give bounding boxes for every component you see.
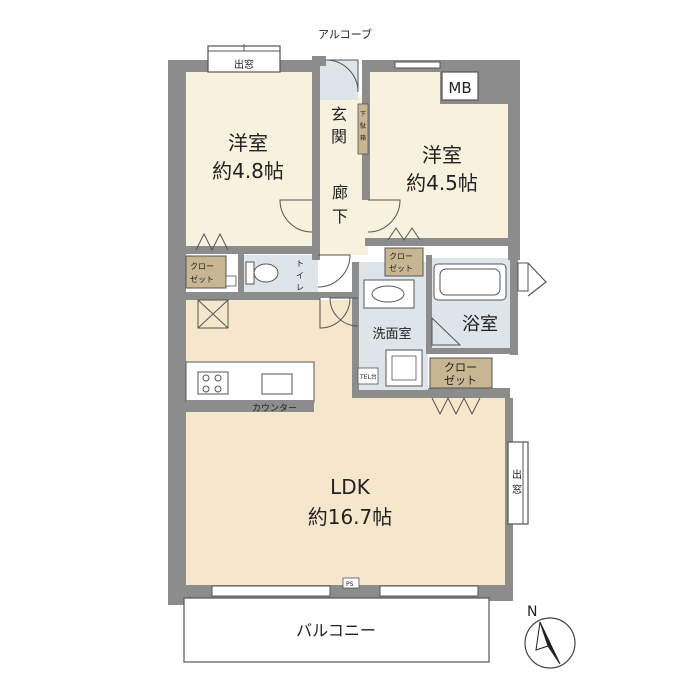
wall-hall-bottom (318, 292, 358, 298)
hallway-label-2: 下 (332, 207, 348, 226)
doors (279, 199, 462, 346)
wall-outer-right (508, 60, 520, 260)
washing-machine (385, 349, 423, 387)
closet-left (185, 255, 227, 289)
door-room1 (279, 199, 313, 233)
shoe-label-3: 箱 (360, 134, 366, 142)
closet-mid-label-1: クロー (389, 252, 413, 261)
room2-size: 約4.5帖 (406, 171, 478, 195)
closet-right-label-1: クロー (444, 361, 477, 374)
mb-box (441, 71, 479, 101)
ldk-floor (185, 395, 507, 585)
genkan-label-2: 関 (331, 127, 347, 146)
genkan-label-1: 玄 (331, 105, 347, 124)
window-top-label: 出窓 (234, 58, 254, 71)
mb-label: MB (448, 79, 471, 97)
wall-room1-right (312, 60, 320, 260)
window-bottom-ldk-right (379, 585, 479, 597)
bath-label: 浴室 (462, 314, 498, 335)
wall-toilet-left (238, 252, 244, 297)
window-top-room2 (394, 61, 441, 69)
sink-icon (363, 279, 415, 309)
toilet-sink (225, 275, 237, 287)
north-arrow-icon: N (524, 604, 576, 669)
entry-door (325, 59, 359, 93)
ps-label: PS (346, 581, 354, 588)
closet-left-label-2: ゼット (190, 274, 214, 284)
door-room2 (367, 199, 401, 233)
toilet-label-3: レ (296, 283, 304, 292)
balcony (183, 597, 490, 663)
washing-machine-inner (391, 355, 417, 381)
window-right-ldk (507, 441, 529, 525)
north-label: N (527, 604, 537, 620)
door-bath (431, 316, 462, 346)
pantry-cross (197, 299, 229, 329)
windows (207, 44, 547, 597)
washroom-label: 洗面室 (372, 326, 411, 342)
wall-washroom-bottom (352, 390, 432, 398)
room1-name: 洋室 (228, 131, 268, 155)
tel-label: TEL台 (359, 373, 377, 381)
entry-floor (318, 60, 358, 100)
pantry-box (197, 299, 229, 329)
window-right-label-2: 窓 (512, 483, 522, 496)
window-bath (517, 262, 529, 292)
door-toilet (317, 254, 351, 288)
closet-mid (384, 247, 424, 277)
hallway-label-1: 廊 (332, 183, 348, 202)
tel-stand (357, 367, 379, 385)
window-bottom-ldk-left (211, 585, 331, 597)
stove-icon (197, 371, 229, 395)
window-right-label-1: 出 (512, 468, 522, 481)
wall-bath-right (510, 255, 518, 355)
closet-left-label-1: クロー (190, 262, 214, 271)
closet-right (429, 357, 493, 389)
wall-washroom-left (352, 262, 359, 397)
toilet-icon (245, 261, 279, 285)
room1-floor (185, 70, 320, 250)
wall-bath-bottom (426, 348, 516, 354)
ldk-name: LDK (330, 475, 371, 499)
shoe-label-1: 下 (360, 111, 366, 118)
closet-doors (195, 227, 481, 416)
bathtub-icon (433, 263, 507, 301)
wall-room1-bottom (185, 246, 320, 254)
wall-outer-left (168, 60, 186, 605)
counter-bar (186, 400, 314, 412)
ps-box (342, 577, 360, 589)
door-ldk (319, 297, 351, 329)
closet-right-label-2: ゼット (444, 374, 477, 387)
toilet-label-1: ト (296, 259, 304, 268)
ldk-size: 約16.7帖 (308, 505, 393, 529)
wall-entry-top (312, 56, 326, 66)
wall-closet-right-bottom (428, 388, 510, 398)
counter-label: カウンター (252, 403, 297, 414)
door-washroom (329, 297, 359, 327)
wall-bath-left (426, 255, 432, 350)
room1-size: 約4.8帖 (212, 159, 284, 183)
closet-mid-label-2: ゼット (389, 263, 413, 273)
toilet-label-2: イ (296, 271, 304, 280)
shoe-label-2: 駄 (360, 122, 366, 130)
kitchen-sink (261, 373, 293, 395)
wall-toilet-bottom (185, 292, 320, 300)
alcove-label: アルコーブ (318, 27, 372, 41)
room2-name: 洋室 (422, 143, 462, 167)
bath-vent (527, 262, 547, 297)
balcony-label: バルコニー (296, 621, 376, 640)
shoe-cabinet (357, 103, 369, 155)
wall-room2-bottom (365, 238, 515, 246)
